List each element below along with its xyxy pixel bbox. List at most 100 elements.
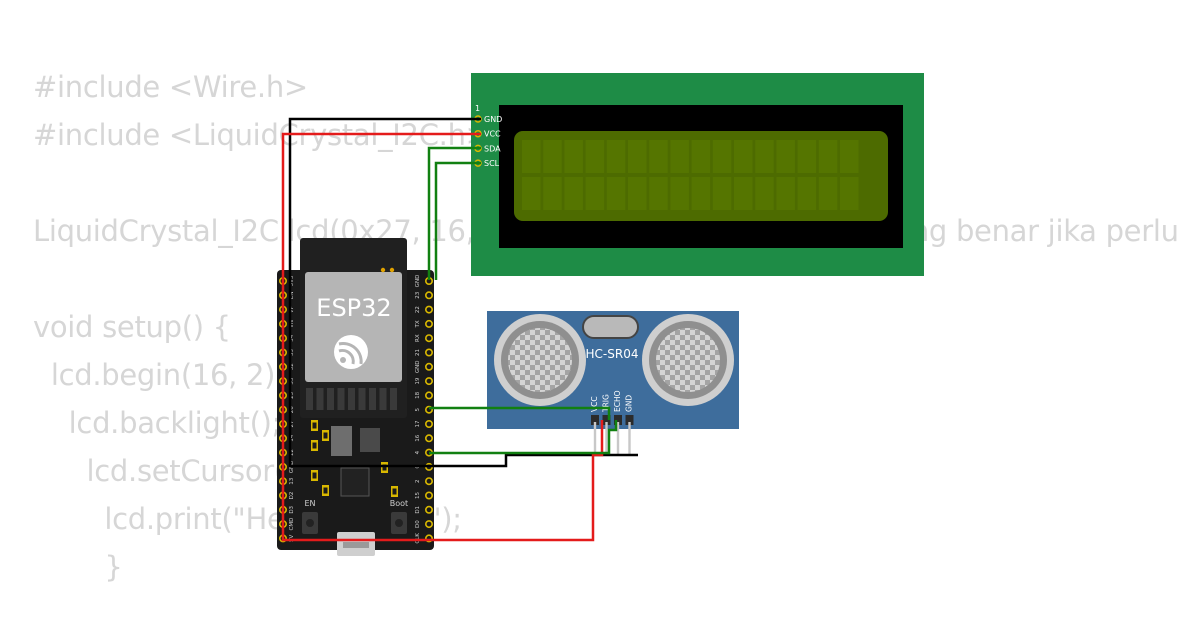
esp32-pin[interactable] (424, 377, 433, 386)
esp32-pin[interactable] (424, 434, 433, 443)
esp32-devkit-board[interactable]: ESP32 EN Boot (277, 238, 434, 556)
esp32-pin[interactable] (424, 491, 433, 500)
smd-body (312, 422, 317, 429)
esp32-pin-label: 12 (289, 449, 295, 456)
esp32-pin[interactable] (424, 477, 433, 486)
lcd-character-grid (522, 140, 859, 210)
lcd-cell (670, 140, 689, 173)
module-pad (327, 388, 334, 410)
wire-lcd-sda[interactable] (427, 146, 481, 280)
esp32-pin-label: 3V3 (289, 275, 295, 286)
sensor-pin-socket (614, 415, 622, 425)
lcd-cell (840, 177, 859, 210)
lcd-cell (606, 140, 626, 173)
sensor-pin-socket (625, 415, 634, 425)
boot-button-label: Boot (390, 499, 408, 508)
esp32-pin[interactable] (424, 305, 433, 314)
module-pad (379, 388, 387, 410)
smd-body (323, 432, 328, 439)
esp32-pin[interactable] (424, 362, 433, 371)
esp32-label: ESP32 (316, 294, 391, 322)
esp32-pin-label: RX (415, 334, 421, 342)
module-pad (348, 388, 355, 410)
esp32-pin-label: VN (289, 320, 295, 328)
smd-components (311, 420, 398, 497)
esp32-pin-label: 21 (415, 349, 421, 356)
smd-body (312, 472, 317, 479)
lcd-cell (670, 177, 689, 210)
lcd-pin-label: VCC (484, 130, 501, 139)
esp32-pin-label: D3 (289, 505, 295, 513)
module-pad (306, 388, 313, 410)
esp32-pin[interactable] (424, 291, 433, 300)
esp32-pin-label: 14 (289, 434, 295, 441)
en-button-cap[interactable] (306, 519, 314, 527)
lcd-cell (734, 140, 753, 173)
lcd-pin-label: GND (484, 115, 502, 124)
wire-sensor-echo[interactable] (429, 420, 618, 455)
lcd-cell (522, 177, 541, 210)
esp32-pin-label: CMD (289, 518, 295, 531)
ultrasonic-transmitter (494, 314, 586, 406)
lcd-cell (691, 177, 711, 210)
esp32-pin-label: D2 (289, 492, 295, 500)
esp32-pin[interactable] (424, 520, 433, 529)
esp32-pin-label: 5V (289, 535, 295, 542)
esp32-pin-label: 27 (289, 420, 295, 427)
smd-body (312, 442, 317, 449)
module-pad (316, 388, 324, 410)
wire-sensor-gnd[interactable] (288, 430, 638, 468)
smd-body (323, 487, 328, 494)
smd-body (382, 464, 387, 471)
esp32-pin-label: 18 (415, 391, 421, 398)
wire-sensor-trig[interactable] (429, 406, 611, 420)
lcd-pin-label: SCL (484, 159, 500, 168)
en-button-label: EN (304, 499, 315, 508)
sensor-pin[interactable] (616, 422, 620, 454)
sensor-pin-label: ECHO (613, 390, 622, 412)
esp32-pin-label: 22 (415, 306, 421, 313)
esp32-pin-label: 32 (289, 363, 295, 370)
esp32-module-can (305, 272, 402, 382)
esp32-pin-label: TX (415, 320, 421, 328)
esp32-pin-label: D0 (415, 520, 421, 528)
esp32-pin[interactable] (424, 319, 433, 328)
module-pad (369, 388, 376, 410)
sensor-pin-socket (602, 415, 611, 425)
esp32-pin[interactable] (424, 505, 433, 514)
esp32-pin-label: 5 (415, 407, 421, 411)
wire-lcd-gnd[interactable] (288, 117, 481, 430)
sensor-crystal (582, 315, 639, 339)
usb-uart-chip (340, 467, 370, 497)
esp32-pin-label: 33 (289, 377, 295, 384)
lcd-cell (712, 140, 732, 173)
wires (281, 117, 638, 542)
sensor-pin-label: VCC (590, 396, 599, 412)
boot-button-cap[interactable] (395, 519, 403, 527)
module-pad (358, 388, 366, 410)
lcd-cell (628, 140, 647, 173)
lcd-cell (818, 140, 838, 173)
esp32-pin[interactable] (424, 419, 433, 428)
esp32-pin[interactable] (424, 334, 433, 343)
esp32-pin[interactable] (424, 391, 433, 400)
wire-lcd-vcc[interactable] (281, 132, 604, 542)
esp32-pin[interactable] (424, 348, 433, 357)
lcd-cell (543, 140, 562, 173)
module-pad (337, 388, 345, 410)
sensor-pin[interactable] (593, 422, 597, 454)
sensor-pin[interactable] (605, 422, 608, 454)
sensor-pin-label: GND (625, 395, 634, 412)
esp32-pin-label: 34 (289, 334, 295, 341)
code-line: lcd.backlight(); (33, 406, 282, 440)
sensor-pin-socket (591, 415, 599, 425)
ultrasonic-receiver (642, 314, 734, 406)
code-line: } (33, 550, 123, 584)
wire-lcd-scl[interactable] (434, 161, 481, 280)
sensor-pin[interactable] (628, 422, 631, 454)
